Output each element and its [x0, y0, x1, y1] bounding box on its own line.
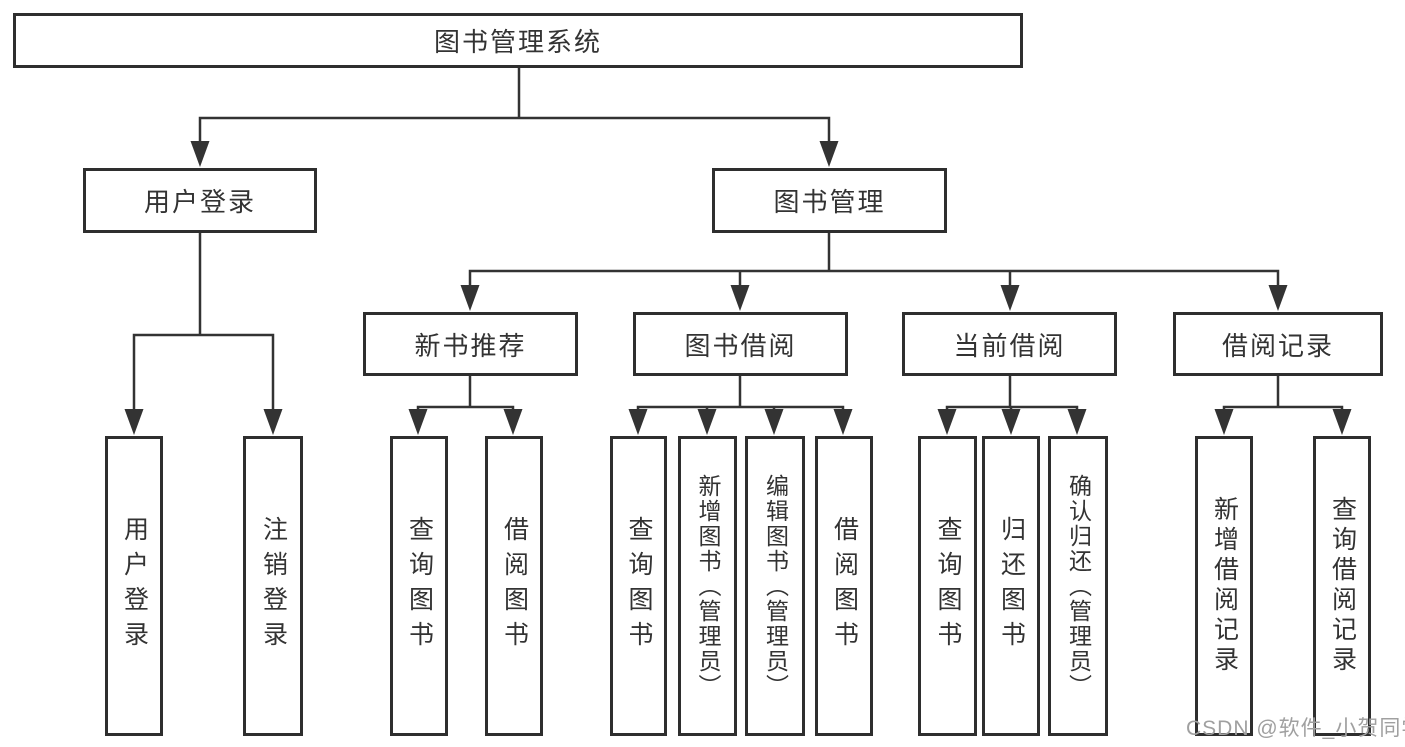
connector-user-login-fan — [124, 231, 283, 435]
arrowhead-icon — [124, 409, 144, 435]
arrowhead-icon — [937, 409, 957, 435]
leaf-newrec-query-books: 查询图书 — [390, 436, 448, 736]
arrowhead-icon — [1268, 285, 1288, 311]
leaf-borrow-borrow-books-label: 借阅图书 — [830, 516, 859, 656]
leaf-records-query-record-label: 查询借阅记录 — [1328, 496, 1357, 676]
arrowhead-icon — [730, 285, 750, 311]
arrowhead-icon — [1000, 285, 1020, 311]
node-book-borrow: 图书借阅 — [633, 312, 848, 376]
leaf-current-query-books: 查询图书 — [918, 436, 977, 736]
node-current-borrow: 当前借阅 — [902, 312, 1117, 376]
arrowhead-icon — [764, 409, 784, 435]
leaf-borrow-add-books-admin: 新增图书（管理员） — [678, 436, 737, 736]
node-borrow-records-label: 借阅记录 — [1221, 330, 1334, 361]
connector-book-management-fan — [460, 231, 1288, 311]
leaf-newrec-borrow-books-label: 借阅图书 — [500, 516, 529, 656]
node-borrow-records: 借阅记录 — [1173, 312, 1383, 376]
node-user-login: 用户登录 — [83, 168, 317, 233]
leaf-borrow-query-books-label: 查询图书 — [625, 516, 653, 656]
leaf-current-confirm-return-admin: 确认归还（管理员） — [1048, 436, 1108, 736]
node-new-book-recommend-label: 新书推荐 — [414, 330, 527, 361]
leaf-borrow-edit-books-admin: 编辑图书（管理员） — [745, 436, 805, 736]
node-current-borrow-label: 当前借阅 — [953, 330, 1066, 361]
leaf-user-login: 用户登录 — [105, 436, 163, 736]
leaf-current-query-books-label: 查询图书 — [934, 516, 962, 656]
node-book-management-label: 图书管理 — [773, 187, 886, 217]
connector-borrow-records-fan — [1214, 374, 1352, 435]
node-root: 图书管理系统 — [13, 13, 1023, 68]
watermark-text: CSDN @软件_小贺同学 — [1186, 717, 1405, 740]
leaf-records-query-record: 查询借阅记录 — [1313, 436, 1371, 736]
arrowhead-icon — [503, 409, 523, 435]
leaf-user-login-label: 用户登录 — [120, 516, 149, 656]
arrowhead-icon — [408, 409, 428, 435]
leaf-current-return-books: 归还图书 — [982, 436, 1040, 736]
arrowhead-icon — [1067, 409, 1087, 435]
arrowhead-icon — [190, 141, 210, 167]
leaf-borrow-query-books: 查询图书 — [610, 436, 667, 736]
arrowhead-icon — [1001, 409, 1021, 435]
leaf-logout: 注销登录 — [243, 436, 303, 736]
leaf-borrow-edit-books-admin-label: 编辑图书（管理员） — [762, 473, 789, 699]
arrowhead-icon — [1214, 409, 1234, 435]
node-book-management: 图书管理 — [712, 168, 947, 233]
leaf-records-add-record: 新增借阅记录 — [1195, 436, 1253, 736]
connector-book-borrow-fan — [628, 374, 853, 435]
connector-root-to-level2 — [190, 66, 839, 167]
arrowhead-icon — [833, 409, 853, 435]
arrowhead-icon — [628, 409, 648, 435]
leaf-logout-label: 注销登录 — [259, 516, 288, 656]
leaf-newrec-borrow-books: 借阅图书 — [485, 436, 543, 736]
node-user-login-label: 用户登录 — [143, 187, 256, 217]
leaf-records-add-record-label: 新增借阅记录 — [1210, 496, 1239, 676]
leaf-borrow-borrow-books: 借阅图书 — [815, 436, 873, 736]
arrowhead-icon — [697, 409, 717, 435]
node-book-borrow-label: 图书借阅 — [684, 330, 797, 361]
arrowhead-icon — [819, 141, 839, 167]
leaf-current-confirm-return-admin-label: 确认归还（管理员） — [1065, 473, 1092, 699]
arrowhead-icon — [263, 409, 283, 435]
connector-new-book-fan — [408, 374, 523, 435]
node-new-book-recommend: 新书推荐 — [363, 312, 578, 376]
leaf-newrec-query-books-label: 查询图书 — [405, 516, 434, 656]
connector-current-borrow-fan — [937, 374, 1087, 435]
node-root-label: 图书管理系统 — [433, 27, 602, 57]
arrowhead-icon — [460, 285, 480, 311]
leaf-current-return-books-label: 归还图书 — [997, 516, 1026, 656]
leaf-borrow-add-books-admin-label: 新增图书（管理员） — [695, 473, 721, 699]
arrowhead-icon — [1332, 409, 1352, 435]
